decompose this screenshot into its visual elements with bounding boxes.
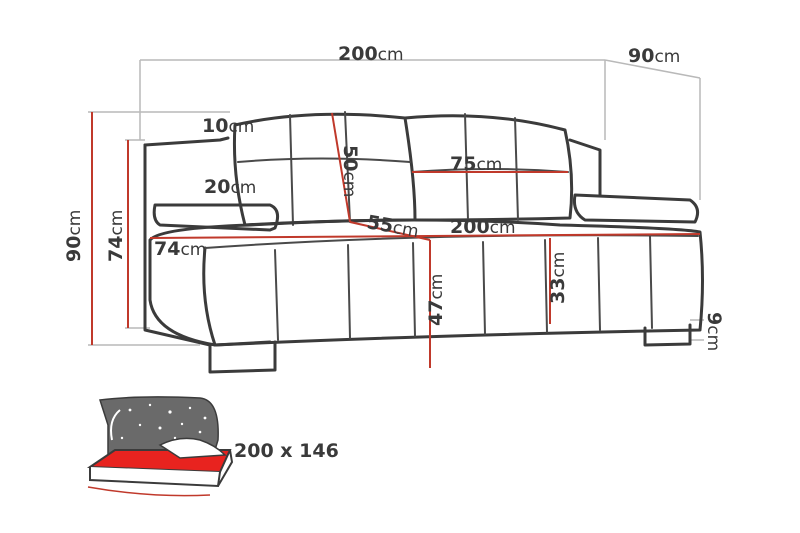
label-overall-width: 200cm [338, 43, 404, 65]
left-armrest [152, 203, 280, 232]
label-leg-height: 9cm [703, 312, 725, 351]
label-seat-depth: 55cm [365, 211, 420, 242]
back-cushion-left [232, 112, 417, 227]
label-seat-width: 200cm [450, 216, 516, 238]
label-base-height: 33cm [547, 252, 569, 304]
label-side-depth: 74cm [154, 238, 206, 260]
label-sleeping-area: 200 x 146 [234, 440, 339, 462]
right-armrest [573, 193, 700, 224]
dimension-lines [91, 112, 701, 368]
label-cushion-width: 75cm [450, 153, 502, 175]
label-backrest-height: 50cm [339, 145, 361, 197]
label-back-thickness: 10cm [202, 115, 254, 137]
leg-right [643, 323, 692, 347]
label-back-height: 74cm [105, 210, 127, 262]
label-depth: 90cm [628, 45, 680, 67]
stars-pattern [120, 403, 207, 440]
label-armrest-height: 20cm [204, 176, 256, 198]
sofa-drawing [143, 111, 704, 374]
pillow [158, 437, 227, 459]
guide-lines [88, 59, 704, 346]
leg-left [208, 340, 277, 374]
label-total-height: 90cm [63, 210, 85, 262]
bed-length-arrow [87, 486, 211, 497]
labels: 200cm 90cm 10cm 20cm 50cm 75cm 55cm 200c… [63, 43, 725, 462]
back-cushion-right [403, 114, 574, 222]
sleeping-area-icon [86, 396, 234, 497]
label-seat-height: 47cm [425, 274, 447, 326]
